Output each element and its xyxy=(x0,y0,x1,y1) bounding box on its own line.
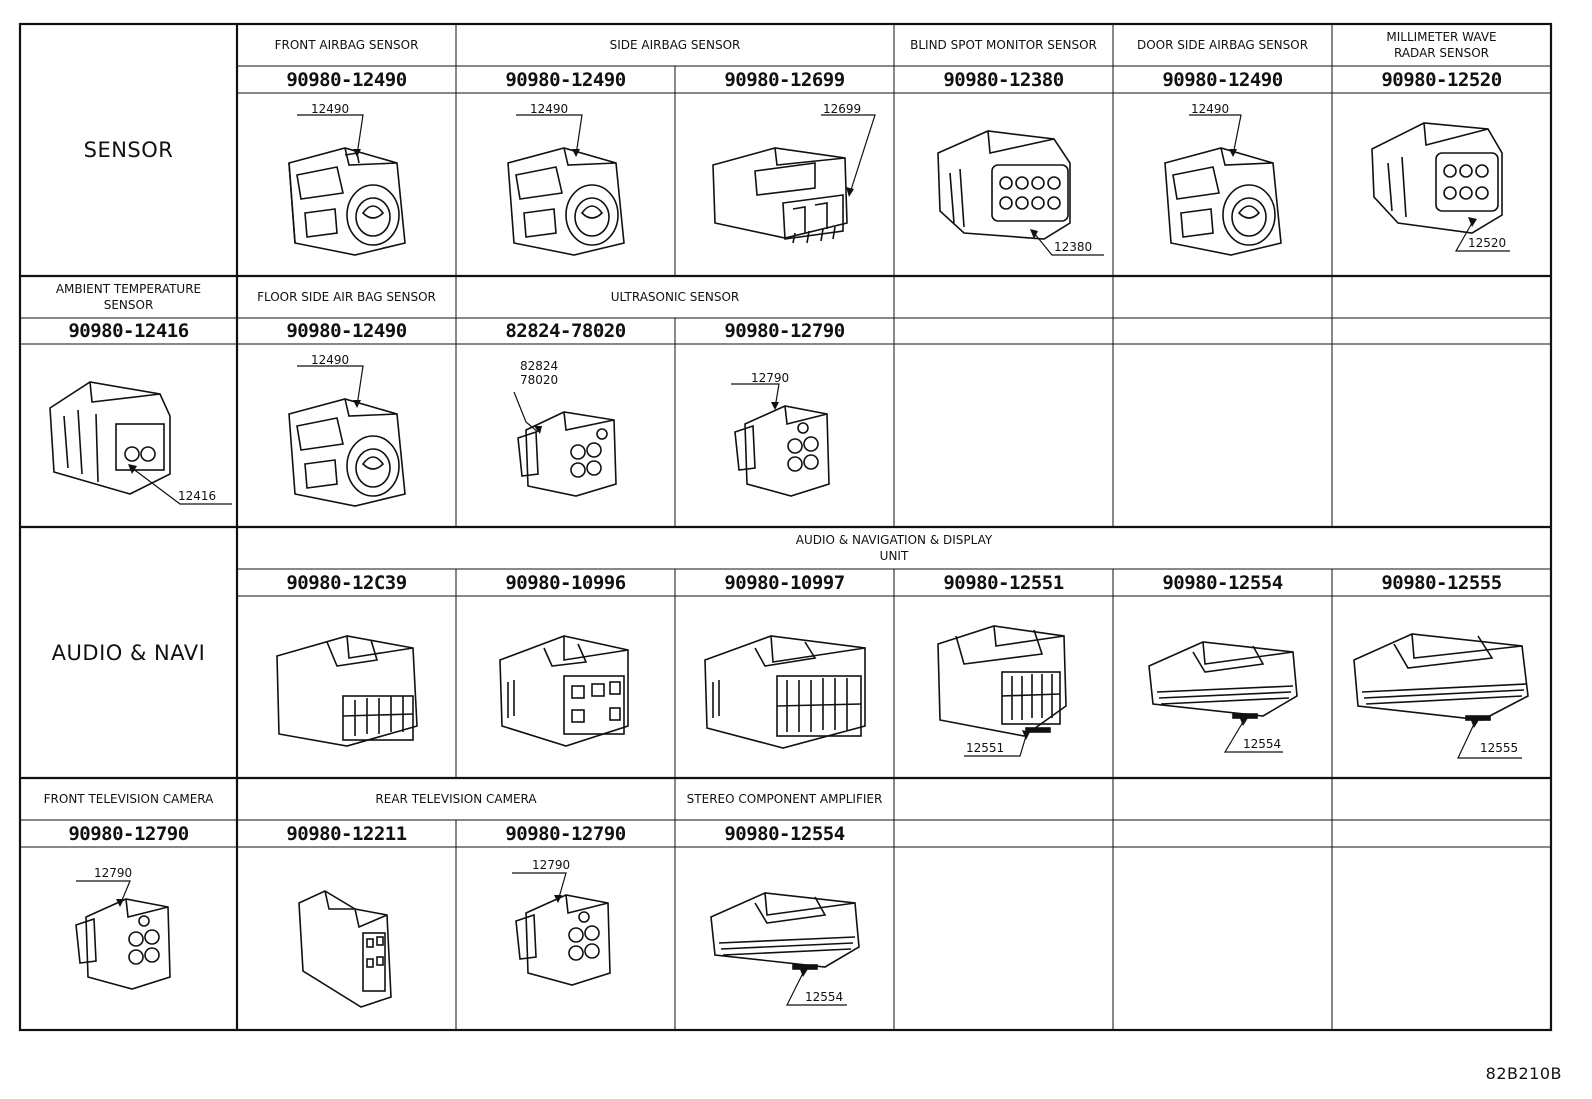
connector-12699-illustration: 12699 xyxy=(675,93,894,276)
part-number: 90980-12699 xyxy=(724,68,845,91)
header-floor-side-air-bag-sensor: FLOOR SIDE AIR BAG SENSOR xyxy=(257,290,436,304)
callout-label: 12416 xyxy=(178,489,216,503)
part-number: 90980-12490 xyxy=(1162,68,1283,91)
callout-label: 12380 xyxy=(1054,240,1092,254)
connector-12c39-illustration xyxy=(237,596,456,778)
callout-label: 82824 xyxy=(520,359,558,373)
part-number: 90980-12790 xyxy=(724,320,845,342)
connector-12380-illustration: 12380 xyxy=(894,93,1113,276)
connector-12416-illustration: 12416 xyxy=(20,344,237,527)
part-number: 90980-12416 xyxy=(68,320,189,342)
part-number: 90980-12554 xyxy=(1162,571,1283,594)
header-door-side-airbag-sensor: DOOR SIDE AIRBAG SENSOR xyxy=(1136,38,1309,52)
callout-label: 12490 xyxy=(311,102,349,116)
header-audio-navigation-display-unit: AUDIO & NAVIGATION & DISPLAY UNIT xyxy=(795,533,993,563)
connector-12790-illustration: 12790 xyxy=(20,847,237,1030)
part-number: 90980-12490 xyxy=(286,68,407,91)
connector-12554-illustration: 12554 xyxy=(1113,596,1332,778)
part-number: 90980-12380 xyxy=(943,68,1064,91)
part-number: 90980-10997 xyxy=(724,571,845,594)
part-number: 90980-12790 xyxy=(68,822,189,845)
header-stereo-component-amplifier: STEREO COMPONENT AMPLIFIER xyxy=(686,792,883,806)
header-side-airbag-sensor: SIDE AIRBAG SENSOR xyxy=(609,38,741,52)
connector-12790-illustration: 12790 xyxy=(456,847,675,1030)
callout-label: 12555 xyxy=(1480,741,1518,755)
connector-10997-illustration xyxy=(675,596,894,778)
connector-12490-illustration: 12490 xyxy=(456,93,675,276)
callout-label: 12551 xyxy=(966,741,1004,755)
callout-label: 12554 xyxy=(805,990,843,1004)
header-blind-spot-monitor-sensor: BLIND SPOT MONITOR SENSOR xyxy=(910,38,1097,52)
part-number: 90980-12520 xyxy=(1381,68,1502,91)
connector-12490-illustration: 12490 xyxy=(237,344,456,527)
callout-label: 12490 xyxy=(311,353,349,367)
connector-12211-illustration xyxy=(237,847,456,1030)
header-front-television-camera: FRONT TELEVISION CAMERA xyxy=(43,792,214,806)
header-ambient-temperature-sensor: AMBIENT TEMPERATURE SENSOR xyxy=(55,282,202,312)
connector-12551-illustration: 12551 xyxy=(894,596,1113,778)
category-audio-navi: AUDIO & NAVI xyxy=(51,640,206,665)
part-number: 90980-12490 xyxy=(505,68,626,91)
connector-10996-illustration xyxy=(456,596,675,778)
part-number: 90980-12555 xyxy=(1381,571,1502,594)
callout-label: 12554 xyxy=(1243,737,1281,751)
part-number: 90980-12C39 xyxy=(286,571,407,594)
callout-label: 12520 xyxy=(1468,236,1506,250)
header-rear-television-camera: REAR TELEVISION CAMERA xyxy=(375,792,537,806)
connector-12490-illustration: 12490 xyxy=(237,93,456,276)
part-number: 90980-12551 xyxy=(943,571,1064,594)
callout-label: 12790 xyxy=(532,858,570,872)
part-number: 90980-12490 xyxy=(286,320,407,342)
connector-12790-illustration: 12790 xyxy=(675,344,894,527)
connector-12554-illustration: 12554 xyxy=(675,847,894,1030)
connector-12520-illustration: 12520 xyxy=(1332,93,1551,276)
callout-label: 78020 xyxy=(520,373,558,387)
part-number: 90980-12790 xyxy=(505,822,626,845)
header-millimeter-wave-radar-sensor: MILLIMETER WAVE RADAR SENSOR xyxy=(1386,30,1497,60)
part-number: 90980-12554 xyxy=(724,822,845,845)
part-number: 90980-12211 xyxy=(286,822,407,845)
header-ultrasonic-sensor: ULTRASONIC SENSOR xyxy=(610,290,740,304)
callout-label: 12699 xyxy=(823,102,861,116)
header-front-airbag-sensor: FRONT AIRBAG SENSOR xyxy=(274,38,419,52)
connector-82824-78020-illustration: 82824 78020 xyxy=(456,344,675,527)
connector-12555-illustration: 12555 xyxy=(1332,596,1551,778)
diagram-code: 82B210B xyxy=(1485,1064,1562,1083)
callout-label: 12790 xyxy=(94,866,132,880)
connector-12490-illustration: 12490 xyxy=(1113,93,1332,276)
part-number: 90980-10996 xyxy=(505,571,626,594)
callout-label: 12490 xyxy=(1191,102,1229,116)
callout-label: 12790 xyxy=(751,371,789,385)
category-sensor: SENSOR xyxy=(83,138,174,162)
part-number: 82824-78020 xyxy=(505,320,626,342)
callout-label: 12490 xyxy=(530,102,568,116)
